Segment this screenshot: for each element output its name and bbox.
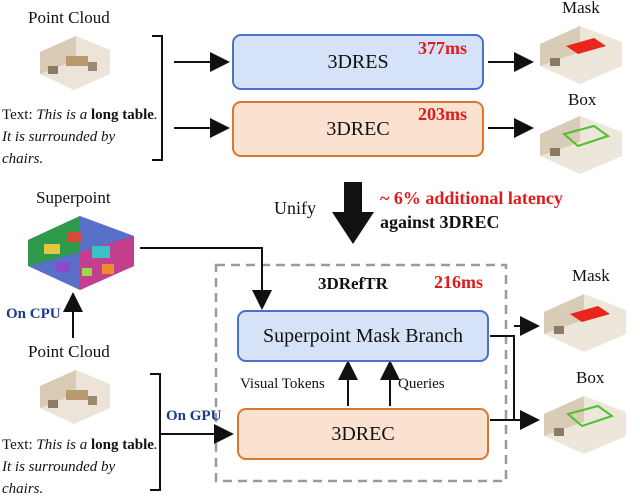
bottom-point-cloud-label: Point Cloud: [28, 342, 110, 361]
superpoint-image: [28, 216, 134, 290]
bottom-text-prefix: Text:: [2, 437, 37, 453]
box-result-image-bottom: [544, 396, 626, 454]
point-cloud-image: [40, 36, 110, 90]
queries-label: Queries: [398, 376, 445, 392]
top-mask-label: Mask: [562, 0, 600, 17]
3drec-bottom-box: 3DREC: [237, 408, 489, 460]
superpoint-mask-branch-label: Superpoint Mask Branch: [263, 324, 463, 347]
latency-note-line1: ~ 6% additional latency: [380, 188, 563, 208]
top-query-text: Text: This is a long table. It is surrou…: [2, 104, 160, 170]
top-box-label: Box: [568, 90, 597, 109]
3drec-top-label: 3DREC: [326, 117, 390, 140]
box-result-image-top: [540, 116, 622, 174]
superpoint-label: Superpoint: [36, 188, 111, 207]
arrow-superpoint-to-branch: [140, 247, 272, 310]
top-point-cloud-label: Point Cloud: [28, 8, 110, 27]
bottom-text-italic2: . It is surrounded by chairs.: [2, 437, 158, 497]
unify-label: Unify: [274, 198, 316, 218]
bottom-mask-label: Mask: [572, 266, 610, 285]
bottom-text-italic1: This is a: [36, 437, 91, 453]
latency-note-line2: against 3DREC: [380, 212, 500, 232]
top-input-bracket: [152, 35, 163, 161]
bottom-text-bold: long table: [90, 437, 154, 453]
3dres-box: 3DRES: [232, 34, 484, 90]
3dreftr-latency: 216ms: [434, 272, 483, 292]
on-cpu-label: On CPU: [6, 306, 61, 322]
3dres-label: 3DRES: [327, 50, 389, 73]
3drec-bottom-label: 3DREC: [331, 422, 395, 445]
3dreftr-title: 3DRefTR: [318, 274, 388, 293]
output-fork: [490, 335, 515, 421]
point-cloud-image-bottom: [40, 370, 110, 424]
bottom-input-bracket: [150, 373, 161, 491]
bottom-query-text: Text: This is a long table. It is surrou…: [2, 434, 160, 500]
latency-note: ~ 6% additional latency against 3DREC: [380, 186, 563, 234]
top-text-prefix: Text:: [2, 107, 37, 123]
top-text-bold: long table: [90, 107, 154, 123]
mask-result-image-bottom: [544, 294, 626, 352]
mask-result-image-top: [540, 26, 622, 84]
on-gpu-label: On GPU: [166, 408, 222, 424]
superpoint-mask-branch-box: Superpoint Mask Branch: [237, 310, 489, 362]
bottom-box-label: Box: [576, 368, 605, 387]
top-text-italic1: This is a: [36, 107, 91, 123]
3dres-latency: 377ms: [418, 38, 467, 58]
3drec-top-box: 3DREC: [232, 101, 484, 157]
3dreftr-container: [214, 263, 508, 483]
3drec-top-latency: 203ms: [418, 104, 467, 124]
top-text-italic2: . It is surrounded by chairs.: [2, 107, 158, 167]
visual-tokens-label: Visual Tokens: [240, 376, 325, 392]
unify-arrow: [332, 182, 374, 244]
